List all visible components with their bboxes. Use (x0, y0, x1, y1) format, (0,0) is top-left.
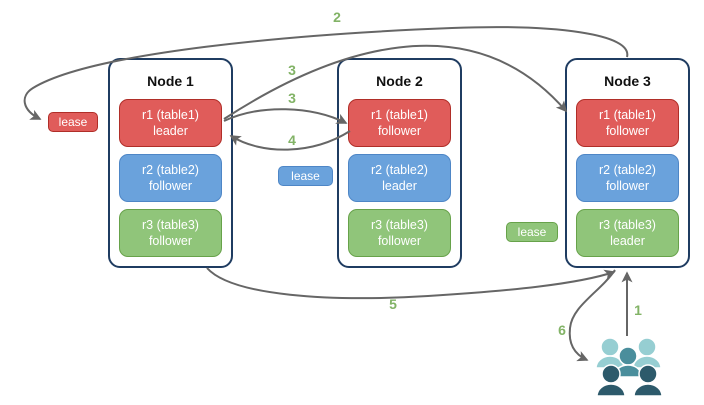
replica-name: r2 (table2) (371, 162, 428, 177)
replica-name: r3 (table3) (142, 217, 199, 232)
arrow-step-3-leader-to-node2 (223, 108, 348, 124)
replica-r3-table3: r3 (table3) follower (119, 209, 222, 257)
node-box-2: Node 2 r1 (table1) follower r2 (table2) … (337, 58, 462, 268)
replica-role: follower (377, 234, 422, 248)
lease-badge-table3: lease (506, 222, 558, 242)
replica-list: r1 (table1) follower r2 (table2) followe… (567, 99, 688, 257)
arrow-step-5-node1-to-node3 (206, 267, 616, 300)
replica-name: r1 (table1) (142, 107, 199, 122)
step-marker-2: 2 (333, 9, 341, 25)
step-marker-1: 1 (634, 302, 642, 318)
replica-name: r3 (table3) (371, 217, 428, 232)
node-title: Node 3 (604, 73, 651, 89)
replica-name: r2 (table2) (599, 162, 656, 177)
node-title: Node 2 (376, 73, 423, 89)
replica-role: follower (148, 179, 193, 193)
replica-role: leader (610, 234, 645, 248)
replica-role: follower (605, 124, 650, 138)
step-marker-3a: 3 (288, 62, 296, 78)
node-box-1: Node 1 r1 (table1) leader r2 (table2) fo… (108, 58, 233, 268)
replica-name: r2 (table2) (142, 162, 199, 177)
lease-badge-table2: lease (278, 166, 333, 186)
replica-list: r1 (table1) follower r2 (table2) leader … (339, 99, 460, 257)
step-marker-4: 4 (288, 132, 296, 148)
replica-r1-table1: r1 (table1) leader (119, 99, 222, 147)
replica-role: leader (382, 179, 417, 193)
replica-role: follower (605, 179, 650, 193)
replica-r2-table2: r2 (table2) leader (348, 154, 451, 202)
users-group-icon (595, 337, 663, 397)
replica-list: r1 (table1) leader r2 (table2) follower … (110, 99, 231, 257)
replica-role: follower (377, 124, 422, 138)
lease-badge-table1: lease (48, 112, 98, 132)
arrow-step-6-node3-to-users (568, 269, 616, 362)
step-marker-6: 6 (558, 322, 566, 338)
replica-name: r1 (table1) (371, 107, 428, 122)
step-marker-5: 5 (389, 296, 397, 312)
replica-role: leader (153, 124, 188, 138)
replica-role: follower (148, 234, 193, 248)
replica-r2-table2: r2 (table2) follower (119, 154, 222, 202)
replica-r3-table3: r3 (table3) follower (348, 209, 451, 257)
step-marker-3b: 3 (288, 90, 296, 106)
node-box-3: Node 3 r1 (table1) follower r2 (table2) … (565, 58, 690, 268)
replica-r2-table2: r2 (table2) follower (576, 154, 679, 202)
replica-name: r3 (table3) (599, 217, 656, 232)
replica-name: r1 (table1) (599, 107, 656, 122)
replica-r1-table1: r1 (table1) follower (348, 99, 451, 147)
replica-r1-table1: r1 (table1) follower (576, 99, 679, 147)
node-title: Node 1 (147, 73, 194, 89)
replica-r3-table3: r3 (table3) leader (576, 209, 679, 257)
